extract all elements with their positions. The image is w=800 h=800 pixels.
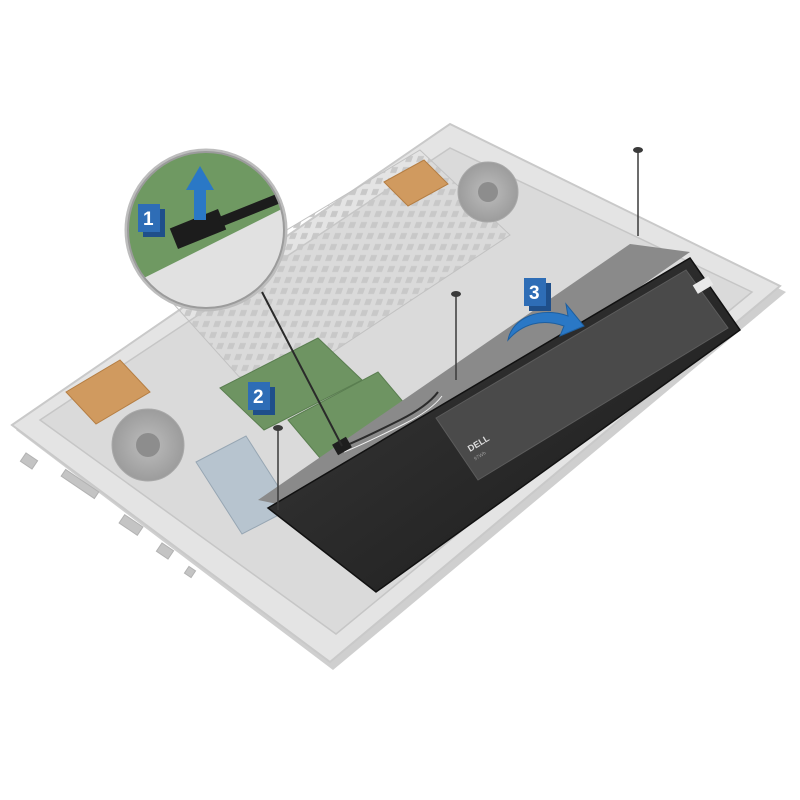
battery-label-sticker <box>435 269 729 481</box>
lift-battery-arrow <box>507 302 585 342</box>
battery: DELL 97Wh <box>258 244 742 593</box>
screw-top-right <box>633 147 643 236</box>
fan-right <box>457 161 519 223</box>
step-badge-2: 2 <box>248 382 275 415</box>
battery-rear-edge <box>258 244 690 512</box>
heatsink-vent-grid <box>169 149 511 401</box>
battery-capacity-label: 97Wh <box>473 450 487 462</box>
lift-up-arrow <box>186 166 214 220</box>
step-badge-1: 1 <box>138 204 165 237</box>
side-ports <box>19 452 197 579</box>
magnifier-loupe <box>124 148 288 312</box>
step-number-1: 1 <box>143 209 154 230</box>
screw-center <box>451 291 461 380</box>
thermal-pad-right <box>383 159 449 207</box>
thermal-pad-left <box>65 359 151 425</box>
fan-left <box>111 408 185 482</box>
step-number-2: 2 <box>253 387 264 408</box>
battery-cable <box>339 391 443 453</box>
battery-barcode <box>692 276 714 294</box>
step-number-3: 3 <box>529 283 540 304</box>
step-badge-3: 3 <box>524 278 551 311</box>
loupe-cable-connector <box>169 209 227 249</box>
screw-left <box>273 425 283 510</box>
callout-leader-line <box>261 291 343 447</box>
